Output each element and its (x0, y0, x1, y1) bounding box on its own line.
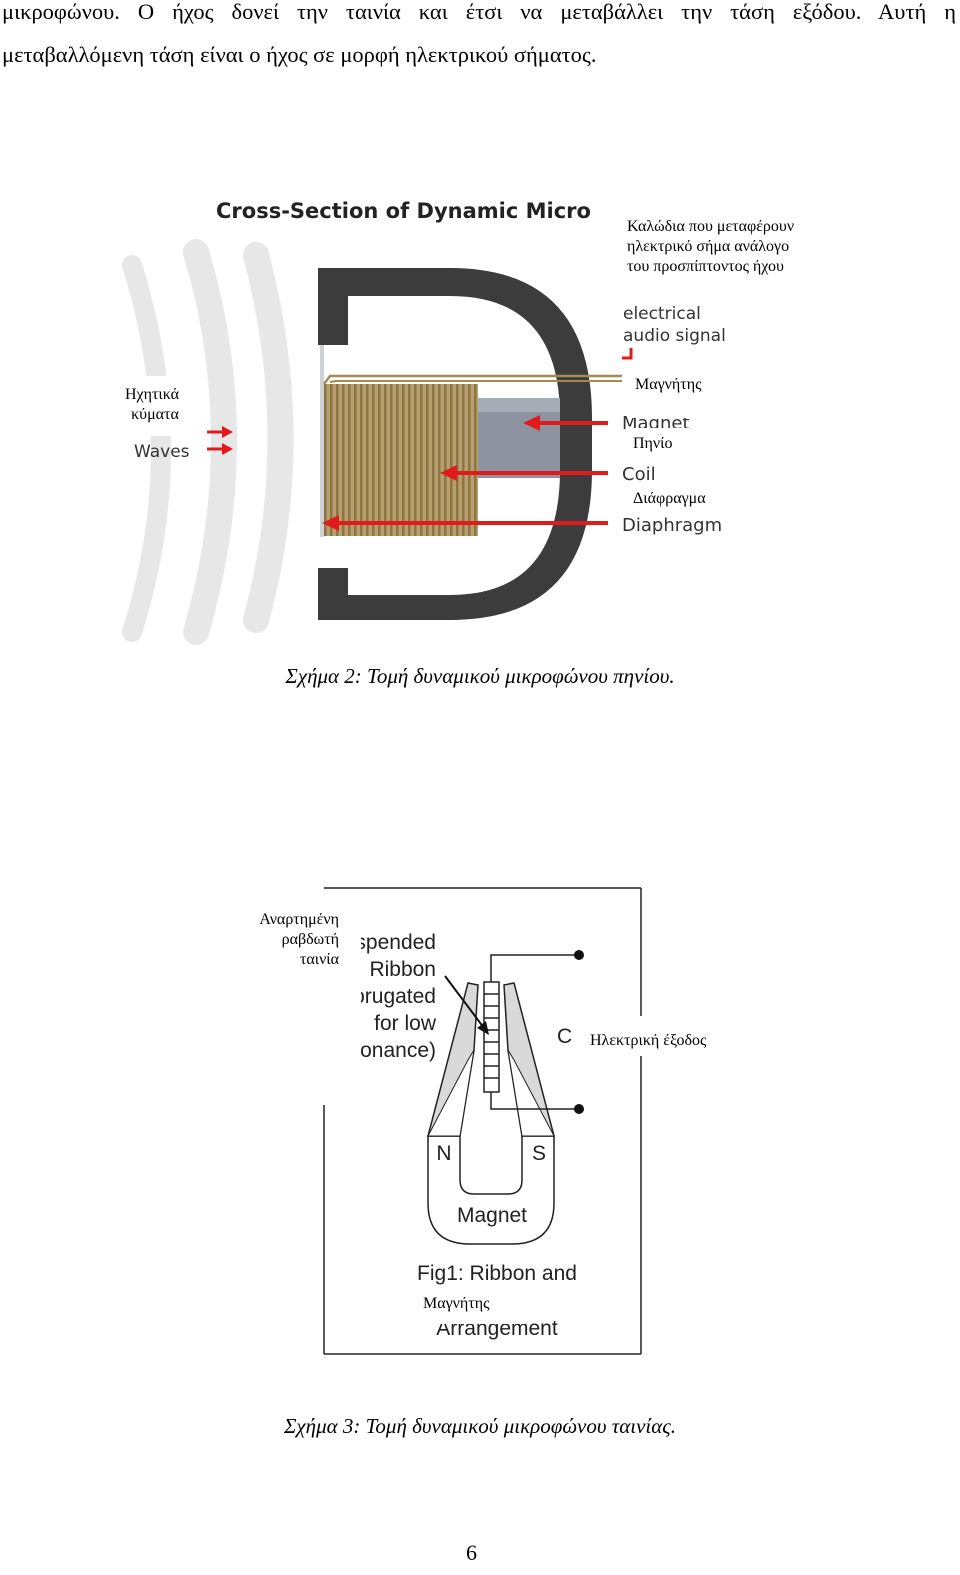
body-paragraph: μικροφώνου. Ο ήχος δονεί την ταινία και … (2, 0, 956, 76)
figure-2-caption: Σχήμα 2: Τομή δυναμικού μικροφώνου πηνίο… (285, 664, 675, 688)
ribbon (483, 981, 500, 1093)
ribbon-en-line-1: uspended (344, 931, 436, 954)
figure-title-en: Cross-Section of Dynamic Micro (216, 199, 591, 223)
signal-arrow-icon (622, 348, 633, 360)
ribbon-label-line-1: Αναρτημένη (259, 911, 339, 928)
ribbon-label-line-3: ταινία (300, 951, 340, 968)
page-number: 6 (466, 1540, 477, 1565)
paragraph-line-1: μικροφώνου. Ο ήχος δονεί την ταινία και … (2, 0, 956, 24)
wires-label-line-2: ηλεκτρικό σήμα ανάλογο (627, 238, 789, 255)
ribbon-en-line-3: Corugated (338, 985, 436, 1008)
ribbon-pointer-arrow (444, 975, 485, 1029)
signal-wires (323, 374, 622, 385)
figure-ribbon-microphone: uspended Ribbon Corugated for low esonan… (250, 887, 722, 1355)
diaphragm-label: Διάφραγμα (633, 490, 706, 507)
figure-frame (323, 887, 642, 1355)
output-terminal-top (574, 950, 584, 960)
waves-label-line-2: κύματα (131, 406, 179, 423)
ribbon-en-line-2: Ribbon (369, 958, 436, 981)
coil-label-en: Coil (622, 464, 656, 485)
electrical-label-en-1: electrical (623, 304, 701, 324)
magnet-label-greek: Μαγνήτης (423, 1295, 490, 1312)
diaphragm-label-en: Diaphragm (622, 515, 722, 536)
wave-arrows-icon (207, 426, 233, 455)
label-arrows (322, 415, 608, 531)
magnet-label: Μαγνήτης (635, 376, 702, 393)
output-label: Ηλεκτρική έξοδος (590, 1032, 707, 1049)
ribbon-en-line-5: esonance) (338, 1039, 436, 1062)
waves-label-en: Waves (134, 442, 190, 462)
diaphragm (320, 345, 324, 537)
waves-label-line-1: Ηχητικά (125, 386, 180, 403)
fig1-caption-en: Fig1: Ribbon and (417, 1262, 577, 1285)
c-letter: C (557, 1025, 572, 1048)
coil-label: Πηνίο (633, 435, 672, 452)
output-leads (490, 954, 579, 1110)
microphone-housing (318, 268, 592, 620)
output-terminal-bottom (574, 1104, 584, 1114)
electrical-label-en-2: audio signal (623, 326, 726, 346)
magnet-label-en: Magnet (457, 1204, 527, 1227)
ribbon-en-line-4: for low (374, 1012, 437, 1035)
sound-waves (122, 239, 294, 645)
figure-3-caption: Σχήμα 3: Τομή δυναμικού μικροφώνου ταινί… (283, 1414, 677, 1438)
figure-dynamic-microphone: Cross-Section of Dynamic Micro Καλώδια π… (113, 196, 825, 645)
wires-label-line-1: Καλώδια που μεταφέρουν (627, 218, 794, 235)
coil (324, 384, 478, 536)
pole-s-label: S (532, 1142, 546, 1165)
paragraph-line-2: μεταβαλλόμενη τάση είναι ο ήχος σε μορφή… (2, 42, 597, 67)
ribbon-label-line-2: ραβδωτή (282, 931, 339, 948)
pole-n-label: N (436, 1142, 451, 1165)
wires-label-line-3: του προσπίπτοντος ήχου (627, 258, 784, 275)
